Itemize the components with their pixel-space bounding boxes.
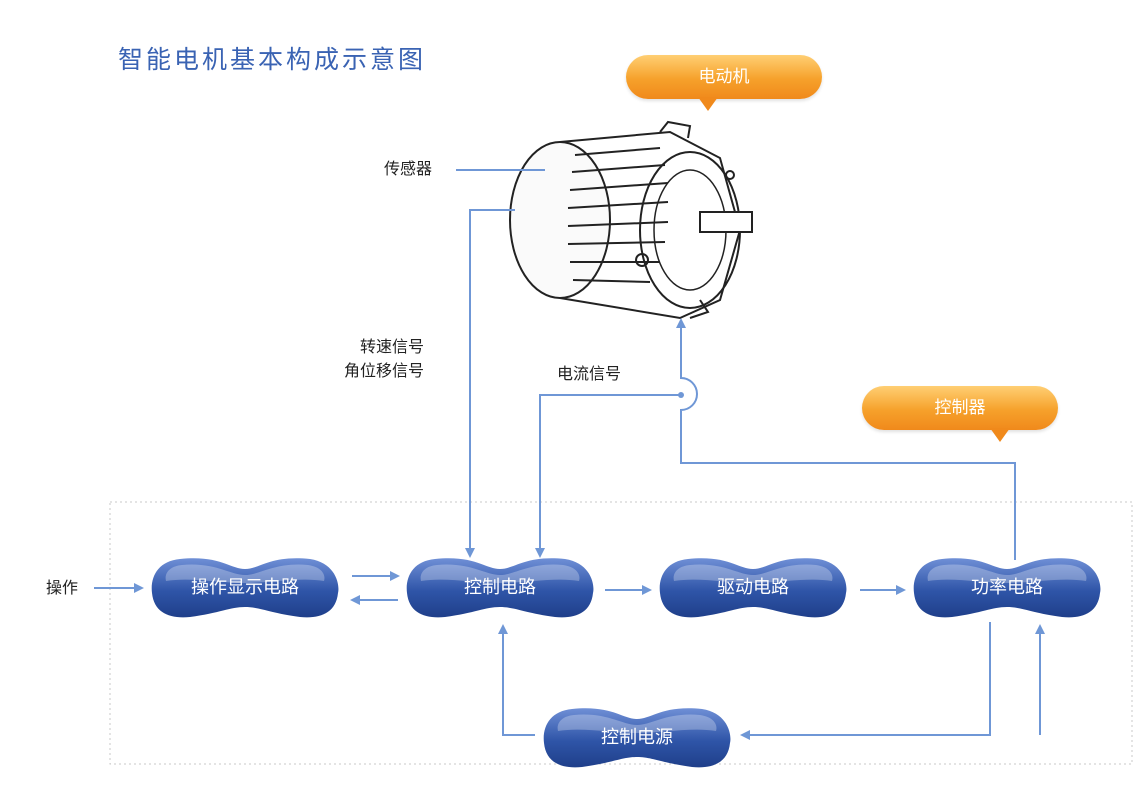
power-circuit-node: 功率电路 xyxy=(912,553,1102,623)
controller-callout-label: 控制器 xyxy=(934,398,986,418)
controller-callout: 控制器 xyxy=(862,386,1058,442)
control-circuit-node: 控制电路 xyxy=(405,553,595,623)
speed-signal-label: 转速信号 xyxy=(360,337,425,356)
drive-circuit-node: 驱动电路 xyxy=(658,553,848,623)
current-signal-label: 电流信号 xyxy=(557,364,622,383)
node-shape xyxy=(543,708,731,768)
node-shape xyxy=(151,558,339,618)
junction-dot xyxy=(678,392,684,398)
op-display-circuit-label: 操作显示电路 xyxy=(191,577,299,598)
power-circuit-label: 功率电路 xyxy=(971,577,1043,598)
node-shape xyxy=(913,558,1101,618)
node-highlight xyxy=(673,564,833,583)
node-highlight xyxy=(165,564,325,583)
node-highlight xyxy=(927,564,1087,583)
node-shape xyxy=(406,558,594,618)
motor-illustration xyxy=(509,120,753,320)
sensor-label: 传感器 xyxy=(384,159,433,178)
node-highlight xyxy=(420,564,580,583)
operation-label: 操作 xyxy=(46,578,79,597)
supply-to-control-line xyxy=(498,624,535,736)
node-highlight xyxy=(557,714,717,733)
current-signal-line xyxy=(535,394,681,558)
power-to-motor-line xyxy=(676,318,1016,560)
drive-circuit-label: 驱动电路 xyxy=(717,577,789,598)
diagram-title: 智能电机基本构成示意图 xyxy=(118,45,427,74)
controller-frame xyxy=(109,501,1133,765)
node-shape xyxy=(659,558,847,618)
controller-callout-tail xyxy=(990,428,1010,442)
motor-callout-label: 电动机 xyxy=(698,67,750,87)
angle-signal-label: 角位移信号 xyxy=(344,361,425,380)
op-display-circuit-node: 操作显示电路 xyxy=(150,553,340,623)
control-circuit-label: 控制电路 xyxy=(464,577,536,598)
motor-callout: 电动机 xyxy=(626,55,822,111)
speed-feedback-line xyxy=(465,209,515,558)
control-power-supply-node: 控制电源 xyxy=(542,703,732,773)
control-power-supply-label: 控制电源 xyxy=(601,727,673,748)
motor-callout-tail xyxy=(698,97,718,111)
power-to-supply-line xyxy=(740,622,991,740)
